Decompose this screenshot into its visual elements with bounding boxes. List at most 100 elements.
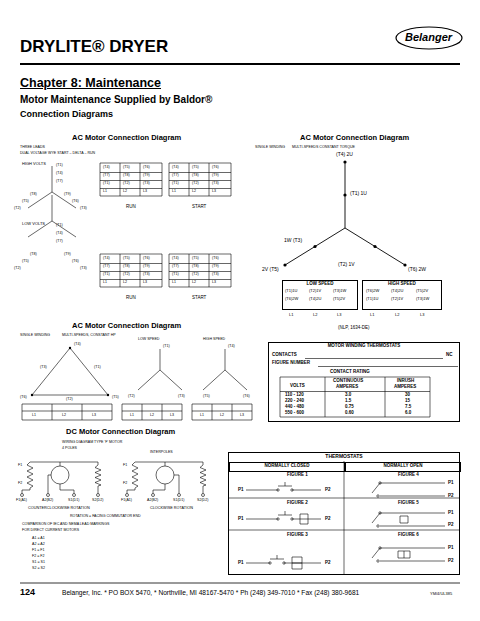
label-text: (T3) xyxy=(212,182,219,186)
drawing-stroke xyxy=(377,560,379,562)
label-text: FIGURE 4 xyxy=(398,473,419,478)
drawing-stroke xyxy=(126,494,129,497)
label-text: S2(D2) xyxy=(92,499,103,503)
label-text: (T3)1W xyxy=(416,297,429,301)
label-text: SINGLE WINDING xyxy=(255,146,285,150)
label-text: L3 xyxy=(170,414,174,418)
drawing-stroke xyxy=(372,482,445,497)
label-text: DUAL VOLTAGE xyxy=(20,152,47,156)
drawing-stroke xyxy=(246,555,321,569)
label-text: L3 xyxy=(92,414,96,418)
label-text: COMPARISON OF IEC AND NEMA LEAD MARKINGS xyxy=(22,523,109,527)
label-text: L2 xyxy=(62,414,66,418)
label-text: 550 - 600 xyxy=(285,411,304,416)
drawing-stroke xyxy=(200,465,206,486)
drawing-stroke xyxy=(403,263,406,266)
drawing-stroke xyxy=(277,518,279,520)
table-header-cell: NORMALLY OPEN xyxy=(345,462,461,472)
label-text: RUN xyxy=(126,205,136,210)
drawing-stroke xyxy=(192,404,252,420)
label-text: 110 - 120 xyxy=(285,393,304,398)
table-heading: MOTOR WINDING THERMOSTATS xyxy=(269,343,459,349)
logo-text: Belanger xyxy=(405,32,452,43)
table-heading: THERMOSTATS xyxy=(229,453,459,459)
label-text: MULTI-SPEEDS, CONSTANT HP xyxy=(62,334,116,338)
label-text: (T7) xyxy=(172,265,179,269)
label-text: 440 - 480 xyxy=(285,405,304,410)
label-text: A2(B2) xyxy=(147,499,158,503)
heading-text: THERMOSTATS xyxy=(325,454,362,459)
label-text: S2 = S2 xyxy=(32,567,45,571)
label-text: L1 xyxy=(130,414,134,418)
drawing-stroke xyxy=(372,512,445,527)
label-text: (T5) xyxy=(123,166,130,170)
label-text: Motor Maintenance Supplied by Baldor® xyxy=(20,95,212,105)
drawing-stroke xyxy=(292,557,302,569)
label-text: L3 xyxy=(337,313,341,317)
label-text: (T6) xyxy=(243,395,250,399)
drawing-stroke xyxy=(169,254,231,287)
label-text: (T2) xyxy=(66,398,73,402)
drawing-stroke xyxy=(202,494,205,497)
label-text: L1 xyxy=(200,414,204,418)
label-text: 0.60 xyxy=(345,411,354,416)
label-text: (T5)2V xyxy=(416,289,428,293)
drawing-stroke xyxy=(343,160,346,163)
label-text: START xyxy=(192,205,206,210)
drawing-stroke xyxy=(398,551,410,558)
label-text: L2 xyxy=(123,190,127,194)
drawing-stroke xyxy=(122,404,182,420)
label-text: A1 = A1 xyxy=(32,537,45,541)
label-text: FIGURE 5 xyxy=(398,501,419,506)
table-box: MOTOR WINDING THERMOSTATS xyxy=(268,342,460,422)
label-text: (T2) xyxy=(14,267,21,271)
label-text: AMPERES xyxy=(336,385,358,390)
label-text: S1 = S1 xyxy=(32,561,45,565)
drawing-stroke xyxy=(280,377,430,417)
label-text: (T9) xyxy=(143,265,150,269)
drawing-stroke xyxy=(28,163,231,208)
label-text: (T3) xyxy=(80,207,87,211)
table-heading: HIGH SPEED xyxy=(363,281,441,287)
label-text: S1(D1) xyxy=(68,499,79,503)
label-text: P2 xyxy=(448,494,454,499)
label-text: (T4) xyxy=(228,345,235,349)
label-text: (T4)2U xyxy=(391,289,403,293)
label-text: P1 xyxy=(238,488,244,493)
label-text: DC Motor Connection Diagram xyxy=(66,428,175,436)
label-text: ROTATION = FACING COMMUTATOR END xyxy=(70,515,141,519)
label-text: (T2) xyxy=(123,273,130,277)
table-heading: LOW SPEED xyxy=(283,281,357,287)
label-text: (T7) xyxy=(103,174,110,178)
drawing-stroke xyxy=(47,494,50,497)
drawing-stroke xyxy=(246,511,321,524)
drawing-stroke xyxy=(169,163,231,196)
label-text: L2 xyxy=(220,414,224,418)
label-text: (T7) xyxy=(103,265,110,269)
label-text: 30 xyxy=(405,393,410,398)
label-text: (T3) xyxy=(80,267,87,271)
drawing-stroke xyxy=(372,548,445,561)
drawing-stroke xyxy=(283,562,285,564)
drawing-stroke xyxy=(51,466,69,484)
label-text: (T3) xyxy=(178,395,185,399)
label-text: FIGURE NUMBER xyxy=(272,361,310,366)
drawing-stroke xyxy=(372,483,445,496)
label-text: (T4) xyxy=(56,232,63,236)
label-text: L1 xyxy=(103,190,107,194)
label-text: (T2)1V xyxy=(391,297,403,301)
label-text: WYE START – DELTA – RUN xyxy=(48,152,95,156)
label-text: S1(D1) xyxy=(173,499,184,503)
label-text: L2 xyxy=(395,313,399,317)
drawing-stroke xyxy=(373,245,376,248)
label-text: 3.0 xyxy=(345,393,351,398)
drawing-stroke xyxy=(277,489,279,491)
drawing-stroke xyxy=(97,494,100,497)
label-text: P2 xyxy=(325,488,331,493)
label-text: CLOCKWISE ROTATION xyxy=(150,507,193,511)
label-text: (T2) 1V xyxy=(338,262,355,267)
heading-text: NORMALLY OPEN xyxy=(383,464,422,469)
label-text: 1.5 xyxy=(345,399,351,404)
label-text: WIRING DIAGRAM TYPE 'F' MOTOR xyxy=(62,441,122,445)
label-text: 220 - 240 xyxy=(285,399,304,404)
